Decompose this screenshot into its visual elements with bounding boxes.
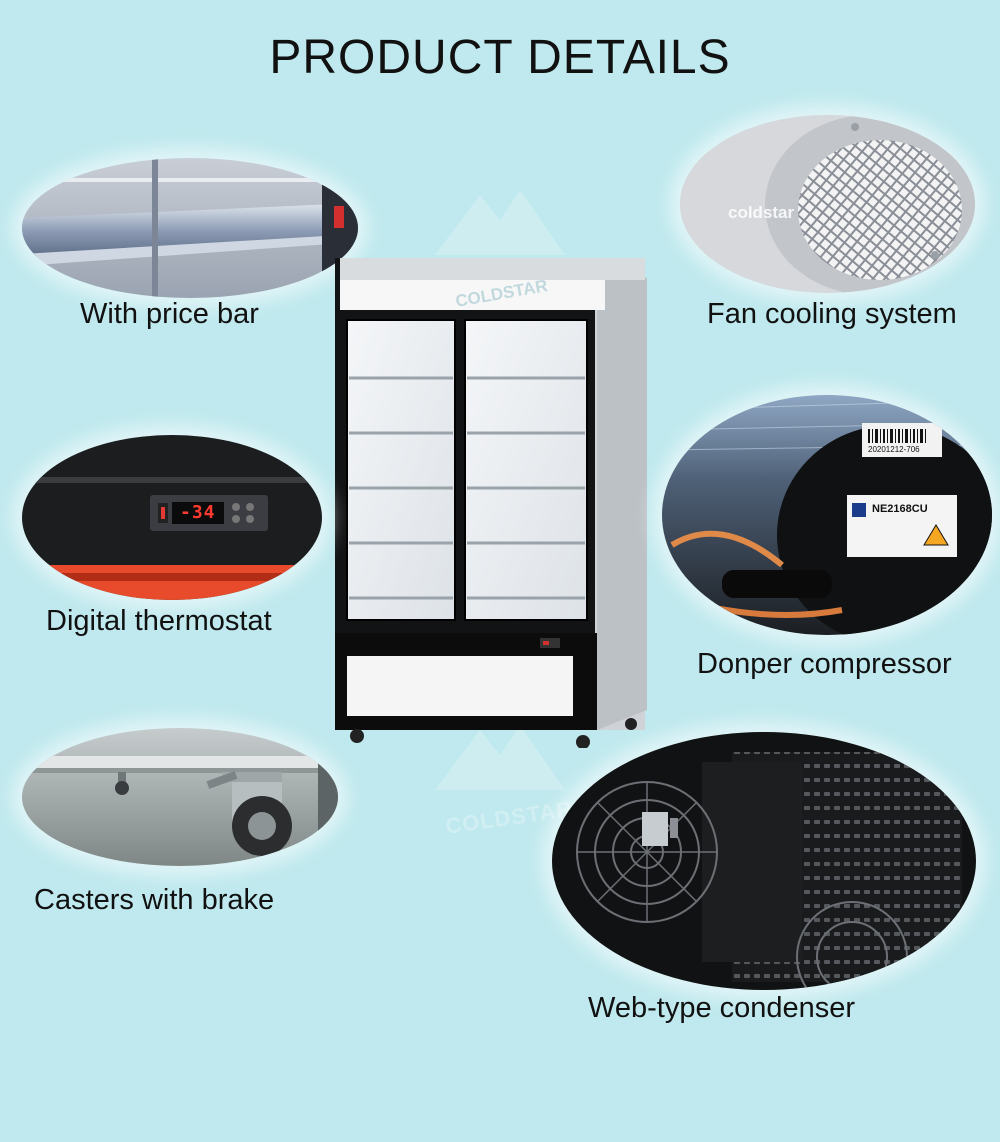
condenser-photo <box>552 732 976 990</box>
caption-digital-thermostat: Digital thermostat <box>46 605 272 637</box>
caption-price-bar: With price bar <box>80 298 259 330</box>
caption-fan-cooling: Fan cooling system <box>707 298 957 330</box>
fan-brand-text: coldstar <box>728 203 795 222</box>
page-title: PRODUCT DETAILS <box>269 31 731 84</box>
thermostat-display: -34 <box>180 502 216 523</box>
caption-condenser: Web-type condenser <box>588 992 856 1024</box>
fan-cooling-photo: coldstar <box>680 115 975 293</box>
compressor-barcode-text: 20201212-706 <box>868 445 920 454</box>
compressor-photo: 20201212-706 NE2168CU <box>662 395 992 635</box>
watermark-logo-icon <box>435 725 565 790</box>
price-bar-photo <box>22 158 358 298</box>
watermark-logo-icon <box>435 190 565 255</box>
digital-thermostat-photo: -34 <box>22 435 322 600</box>
casters-photo <box>22 728 338 866</box>
refrigerator-image: COLDSTAR <box>335 258 647 749</box>
compressor-model-text: NE2168CU <box>872 503 928 515</box>
caption-casters: Casters with brake <box>34 884 275 916</box>
caption-compressor: Donper compressor <box>697 648 952 680</box>
